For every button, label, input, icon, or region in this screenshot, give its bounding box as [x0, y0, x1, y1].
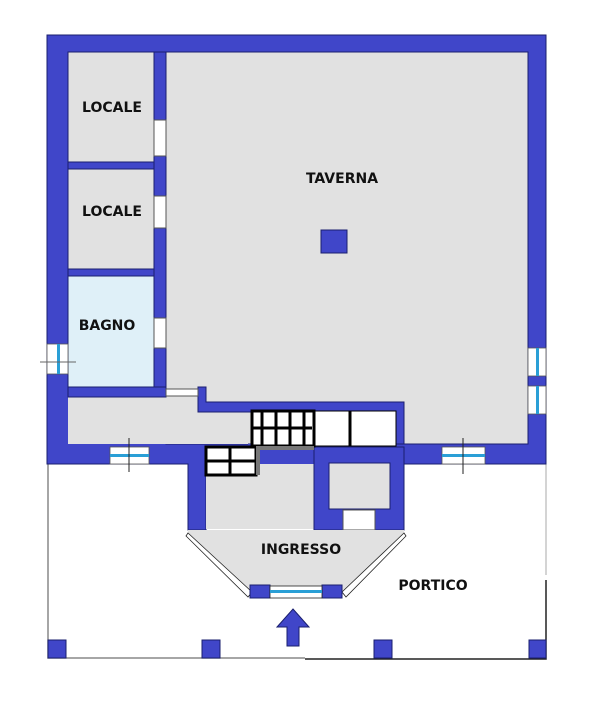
door-closet — [342, 509, 376, 531]
label-portico: PORTICO — [398, 578, 467, 594]
pillar — [373, 639, 393, 659]
closet — [328, 462, 391, 510]
up-arrow-icon — [275, 608, 311, 647]
label-taverna: TAVERNA — [306, 171, 378, 187]
label-bagno: BAGNO — [79, 318, 136, 334]
pillar — [201, 639, 221, 659]
interior-floor — [67, 51, 529, 529]
windows — [40, 343, 547, 474]
window-glass — [270, 590, 322, 593]
door-locale-2 — [153, 195, 167, 229]
door-locale-1 — [153, 119, 167, 157]
door-corridor — [165, 388, 199, 397]
column — [320, 229, 348, 254]
staircase — [204, 409, 397, 477]
label-ingresso: INGRESSO — [261, 542, 341, 558]
door-bagno — [153, 317, 167, 349]
room-bagno — [67, 275, 155, 388]
pillar — [528, 639, 547, 659]
ingresso-bay — [185, 530, 407, 599]
label-locale-2: LOCALE — [82, 204, 142, 220]
portico-area — [47, 448, 547, 660]
doors — [153, 119, 376, 531]
label-locale-1: LOCALE — [82, 100, 142, 116]
pillar — [47, 639, 67, 659]
